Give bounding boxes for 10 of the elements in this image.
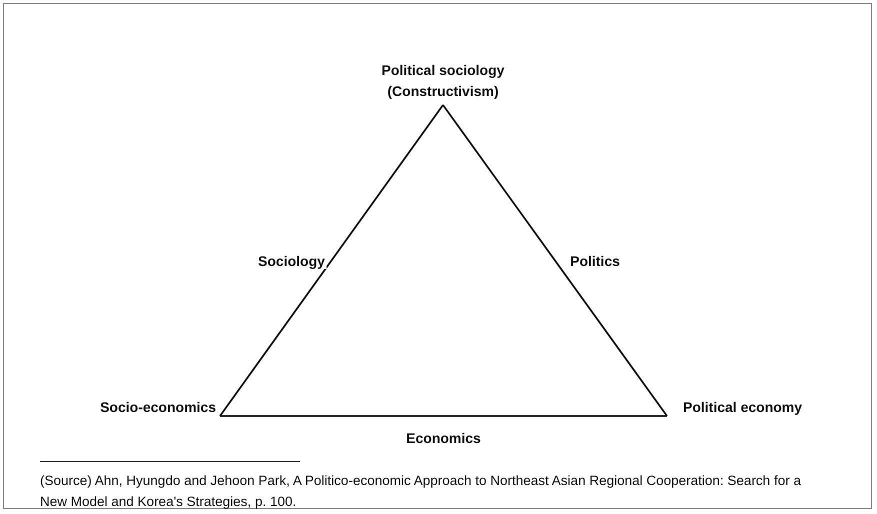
triangle-side <box>220 415 667 417</box>
source-note: (Source) Ahn, Hyungdo and Jehoon Park, A Politico-economic Approach to Northeast Asian Regional Cooperation: Search for a New Model and Korea's Strategies, p. 100. <box>40 472 802 511</box>
edge-label: Politics <box>568 252 622 268</box>
vertex-label: Socio-economics <box>36 397 216 418</box>
edge-label: Economics <box>404 430 483 446</box>
vertex-label: Political sociology (Constructivism) <box>353 60 533 102</box>
triangle-side <box>219 104 444 417</box>
edge-label: Sociology <box>256 252 327 268</box>
triangle-side <box>442 104 668 417</box>
vertex-label: Political economy <box>683 397 838 418</box>
